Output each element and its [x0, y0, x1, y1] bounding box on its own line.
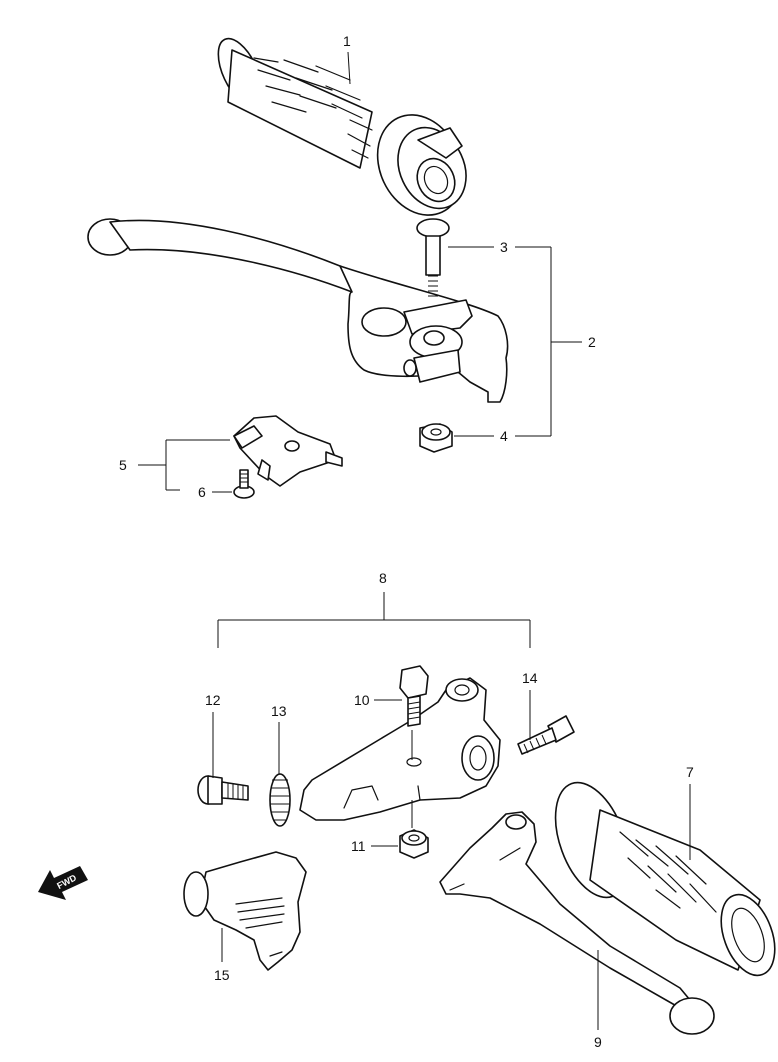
part-13-adjuster-dial[interactable]	[269, 773, 291, 827]
callout-14-label: 14	[522, 670, 538, 686]
callout-9: 9	[594, 950, 602, 1050]
callout-12-label: 12	[205, 692, 221, 708]
callout-1-label: 1	[343, 33, 351, 49]
part-1-throttle-grip[interactable]	[209, 32, 478, 229]
callout-group-10-14: 10 11 12 13 14	[205, 670, 538, 854]
part-5-brake-switch[interactable]	[233, 415, 343, 487]
callout-10-label: 10	[354, 692, 370, 708]
callout-11-label: 11	[351, 838, 366, 854]
callout-1: 1	[343, 33, 351, 85]
fwd-arrow-icon: FWD	[38, 866, 88, 900]
part-10-bolt[interactable]	[399, 665, 429, 727]
part-6-screw[interactable]	[233, 469, 255, 499]
callout-7-label: 7	[686, 764, 694, 780]
part-3-pivot-bolt[interactable]	[416, 218, 450, 297]
callout-4-label: 4	[500, 428, 508, 444]
callout-9-label: 9	[594, 1034, 602, 1050]
part-12-adjuster-bolt[interactable]	[197, 775, 249, 805]
callout-15: 15	[214, 928, 230, 983]
part-2-brake-lever[interactable]	[87, 218, 509, 403]
callout-group-2: 3 2 4	[448, 239, 596, 444]
part-7-left-grip[interactable]	[541, 773, 778, 983]
callout-8-label: 8	[379, 570, 387, 586]
part-9-clutch-lever[interactable]	[439, 811, 715, 1035]
leader-line-1	[347, 51, 351, 85]
callout-5-label: 5	[119, 457, 127, 473]
callout-3-label: 3	[500, 239, 508, 255]
callout-13-label: 13	[271, 703, 287, 719]
callout-7: 7	[686, 764, 694, 860]
part-4-nut[interactable]	[419, 423, 453, 453]
callout-15-label: 15	[214, 967, 230, 983]
callout-2-label: 2	[588, 334, 596, 350]
part-14-screw[interactable]	[517, 715, 575, 755]
callout-6-label: 6	[198, 484, 206, 500]
part-11-nut[interactable]	[399, 829, 429, 859]
callout-group-5: 5 6	[119, 439, 232, 500]
part-8-lever-holder[interactable]	[299, 677, 501, 828]
part-15-lever-cover[interactable]	[183, 851, 307, 971]
callout-group-8: 8	[217, 570, 531, 648]
